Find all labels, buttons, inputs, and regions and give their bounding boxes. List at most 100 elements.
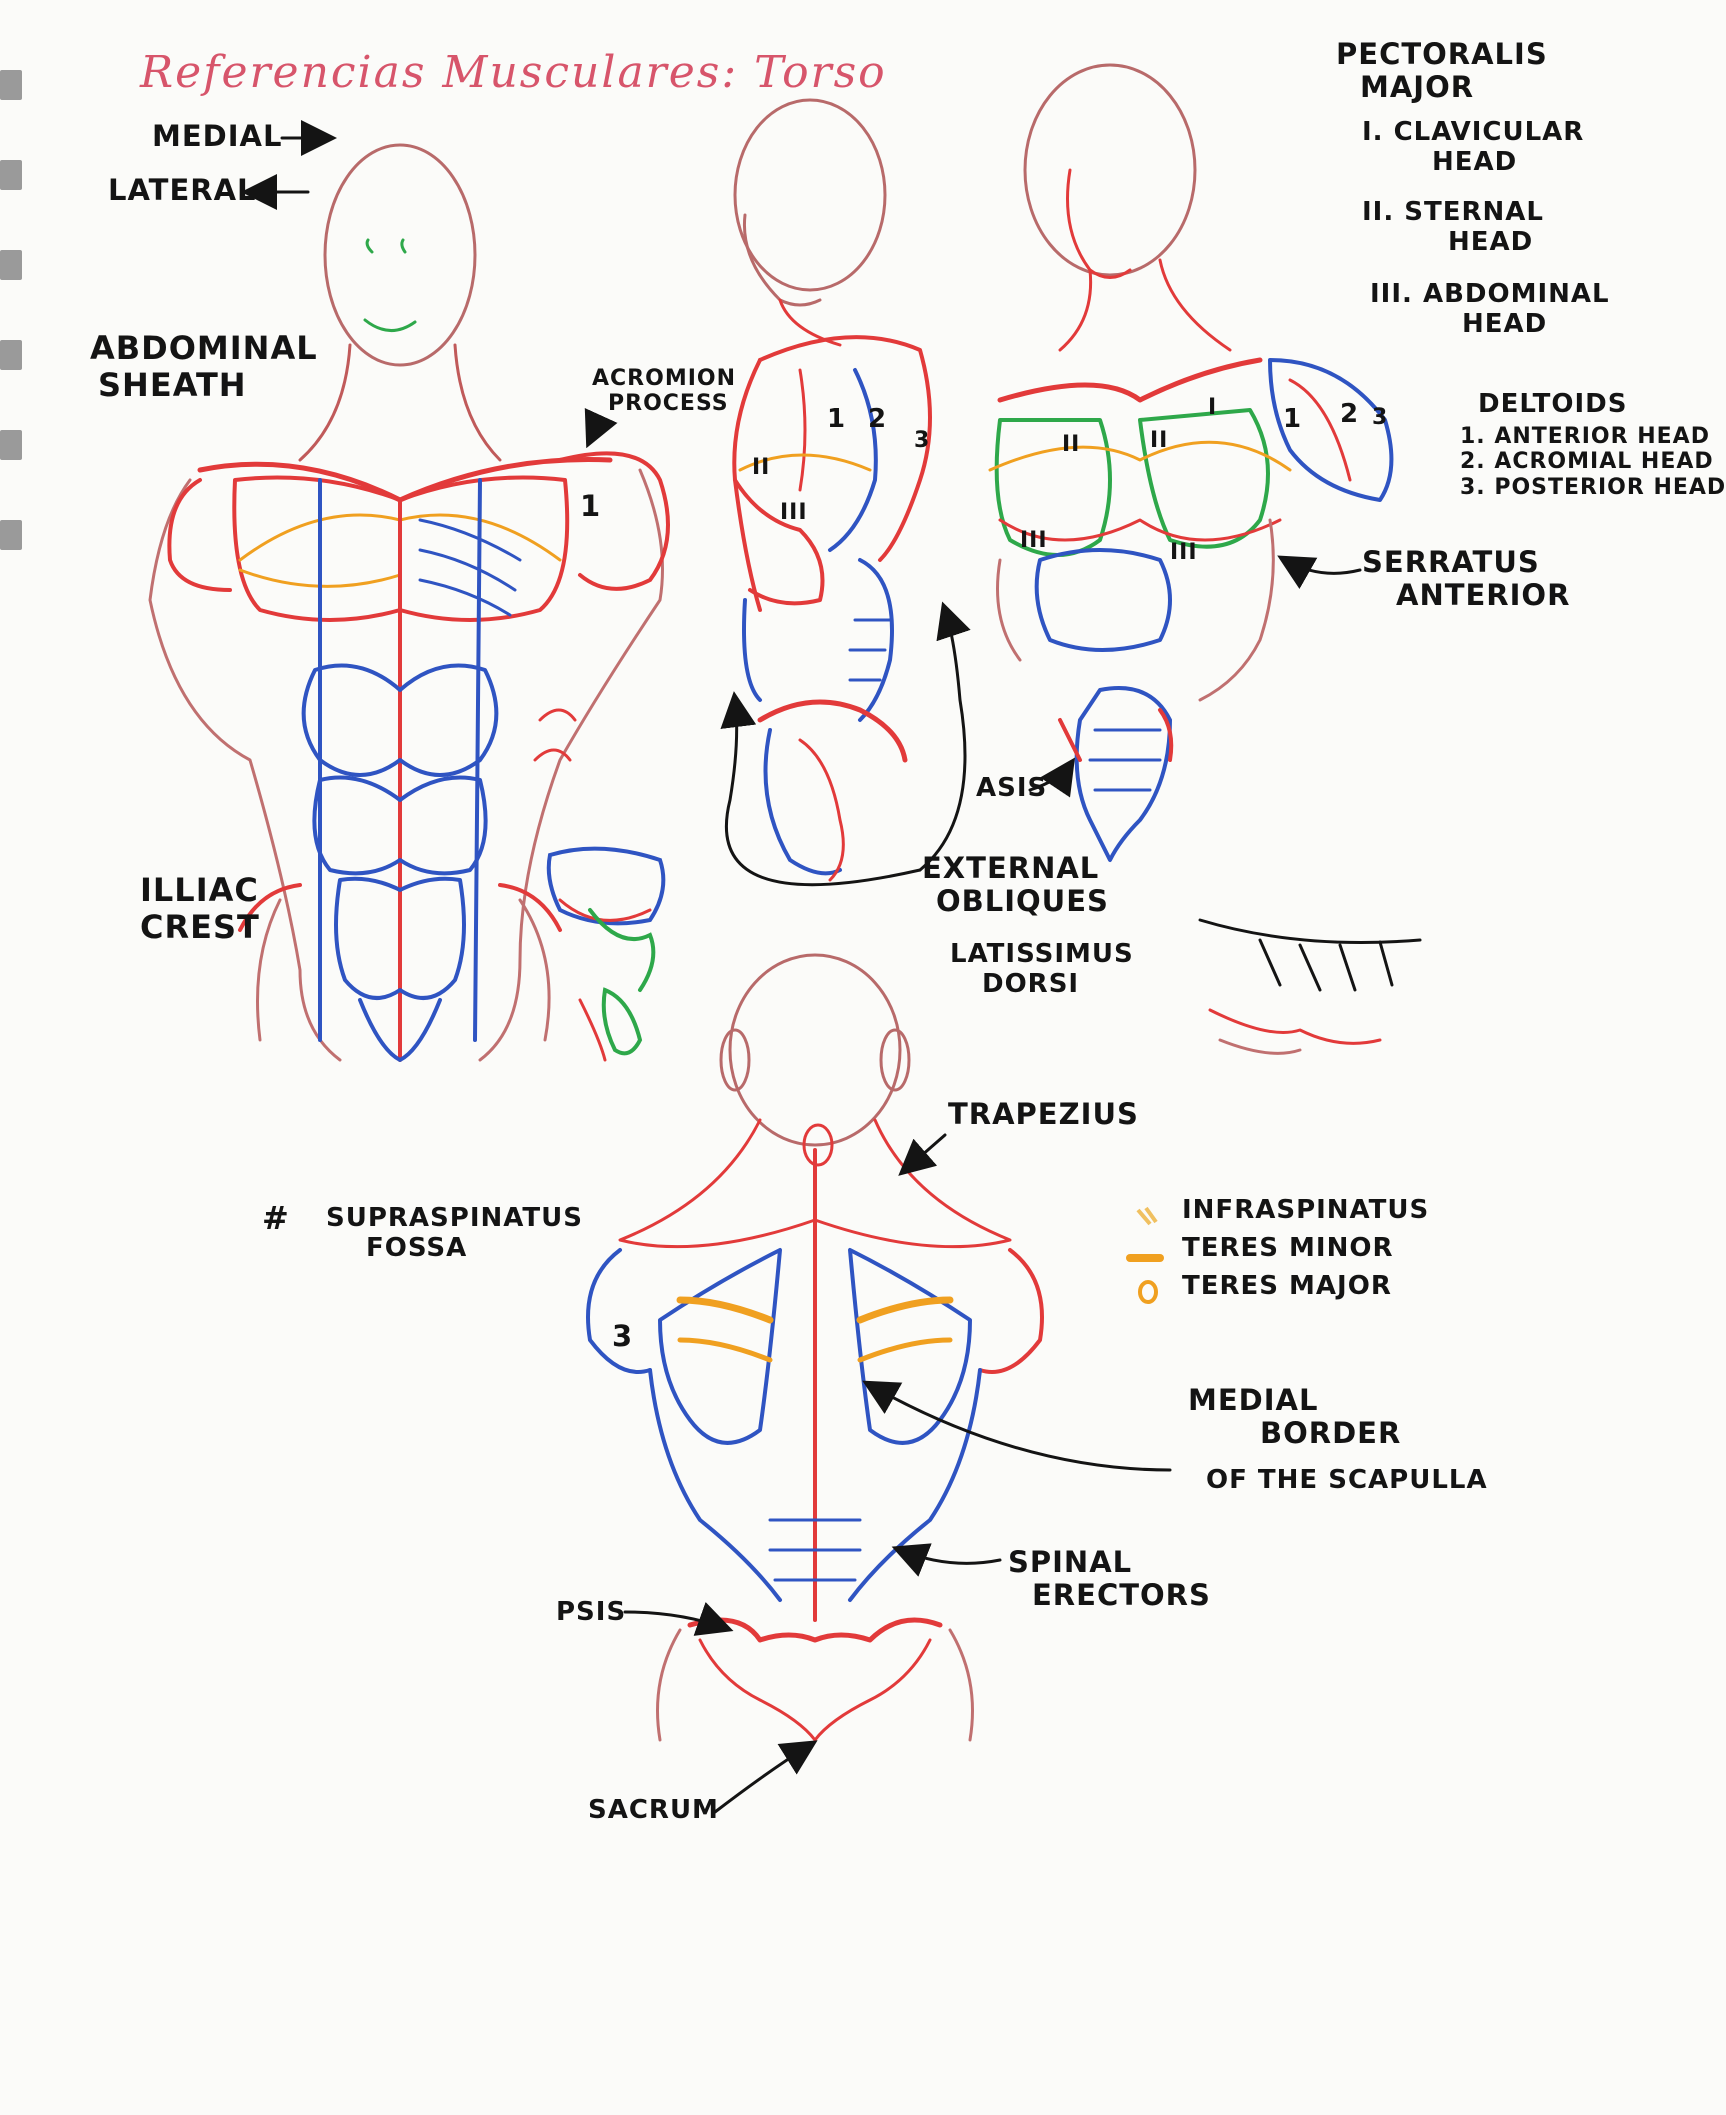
abdominal-sheath-line-1: ABDOMINAL xyxy=(90,329,318,367)
page-title: Referencias Musculares: Torso xyxy=(140,47,887,98)
psis-label: PSIS xyxy=(556,1597,627,1627)
external-obliques-line-1: EXTERNAL xyxy=(922,851,1100,885)
threequarter-deltoid xyxy=(1268,358,1394,502)
external-obliques-label: EXTERNAL OBLIQUES xyxy=(922,851,1109,919)
spinal-erectors-marks xyxy=(768,1518,862,1582)
binding-hole xyxy=(0,520,22,550)
asis-label: ASIS xyxy=(976,773,1048,803)
serratus-arrow xyxy=(1277,555,1362,590)
clavicular-head-label: I. CLAVICULAR HEAD xyxy=(1362,117,1585,178)
side-number: 3 xyxy=(914,428,931,453)
asis-arrow xyxy=(1028,757,1075,798)
sternal-line-1: II. STERNAL xyxy=(1362,197,1544,227)
acromion-line-2: PROCESS xyxy=(608,391,729,417)
threequarter-pectoral-left xyxy=(994,418,1112,557)
illiac-crest-line-1: ILLIAC xyxy=(140,871,259,909)
face-eye xyxy=(400,238,407,254)
medial-border-line-1: MEDIAL xyxy=(1188,1383,1319,1417)
pectoralis-major-label: PECTORALIS MAJOR xyxy=(1336,37,1548,105)
sacrum-shape xyxy=(698,1638,932,1742)
threequarter-number: III xyxy=(1170,540,1198,565)
back-head xyxy=(728,953,902,1147)
latissimus-line-1: LATISSIMUS xyxy=(950,939,1134,969)
back-legend: INFRASPINATUS TERES MINOR TERES MAJOR xyxy=(1182,1195,1430,1302)
abdominal-head-line-2: HEAD xyxy=(1462,308,1548,339)
psis-arrow xyxy=(623,1601,734,1636)
face-smile xyxy=(363,318,417,332)
sacrum-label: SACRUM xyxy=(588,1795,719,1825)
external-obliques-line-2: OBLIQUES xyxy=(936,884,1109,919)
illiac-crest-line-2: CREST xyxy=(140,907,260,946)
side-number: 1 xyxy=(827,404,847,434)
lateral-label: LATERAL xyxy=(108,173,257,207)
spinal-erectors-arrow xyxy=(891,1543,1002,1577)
infraspinatus-right xyxy=(856,1296,954,1324)
threequarter-number: III xyxy=(1020,528,1048,553)
clavicular-line-1: I. CLAVICULAR xyxy=(1362,117,1585,147)
back-torso-figure xyxy=(586,953,1044,1742)
deltoids-label: DELTOIDS xyxy=(1478,389,1628,419)
acromion-arrow xyxy=(584,407,618,449)
front-deltoid xyxy=(558,451,670,591)
iliac-crest-line xyxy=(238,883,302,932)
binding-hole xyxy=(0,430,22,460)
teres-minor-label: TERES MINOR xyxy=(1182,1232,1394,1263)
sternal-line-2: HEAD xyxy=(1448,226,1534,257)
spinal-erectors-label: SPINAL ERECTORS xyxy=(1008,1545,1211,1613)
deltoid-heads-list: 1. ANTERIOR HEAD 2. ACROMIAL HEAD 3. POS… xyxy=(1460,424,1726,500)
illiac-crest-label: ILLIAC CREST xyxy=(140,872,260,946)
threequarter-number: II xyxy=(1150,428,1169,453)
front-head xyxy=(323,143,477,367)
spinal-line-1: SPINAL xyxy=(1008,1545,1133,1579)
clavicular-line-2: HEAD xyxy=(1432,146,1518,177)
asis-mark xyxy=(1058,718,1082,762)
deltoid-posterior-head: 3. POSTERIOR HEAD xyxy=(1460,474,1726,500)
threequarter-torso-figure xyxy=(988,63,1422,1055)
psis-line xyxy=(687,1617,943,1643)
side-torso-figure xyxy=(732,98,932,882)
abdominal-block-upper xyxy=(301,663,499,777)
teres-major-label: TERES MAJOR xyxy=(1182,1270,1392,1301)
infraspinatus-label: INFRASPINATUS xyxy=(1182,1195,1430,1225)
supraspinatus-line-1: SUPRASPINATUS xyxy=(326,1203,583,1233)
threequarter-abdominal-upper xyxy=(1034,548,1172,652)
back-deltoid-number: 3 xyxy=(612,1319,634,1353)
front-torso-figure xyxy=(148,143,670,1062)
sacrum-arrow xyxy=(713,1740,818,1814)
scapula-right xyxy=(848,1248,972,1445)
medial-border-arrow xyxy=(862,1380,1172,1472)
pectoralis-line-1: PECTORALIS xyxy=(1336,37,1548,71)
trapezius-arrow xyxy=(898,1133,947,1176)
supraspinatus-marker: # xyxy=(262,1199,290,1237)
threequarter-number: I xyxy=(1208,395,1218,420)
abdominal-sheath-line-2: SHEATH xyxy=(98,365,247,404)
deltoid-anterior-head: 1. ANTERIOR HEAD xyxy=(1460,424,1710,449)
infraspinatus-left xyxy=(676,1296,774,1324)
supraspinatus-line-2: FOSSA xyxy=(366,1232,468,1263)
acromion-process-label: ACROMION PROCESS xyxy=(592,366,736,417)
trapezius-label: TRAPEZIUS xyxy=(948,1097,1139,1131)
side-iliac-crest xyxy=(757,699,908,763)
side-number: II xyxy=(752,455,771,480)
abdomen-detail-study xyxy=(546,846,666,1062)
binding-hole xyxy=(0,70,22,100)
front-pectoral-left xyxy=(232,475,402,622)
teres-major-swatch xyxy=(1138,1280,1158,1304)
pectoralis-line-2: MAJOR xyxy=(1360,70,1475,105)
medial-border-label: MEDIAL BORDER xyxy=(1188,1383,1401,1451)
binding-hole xyxy=(0,160,22,190)
scapula-label: OF THE SCAPULLA xyxy=(1206,1465,1488,1495)
threequarter-number: 3 xyxy=(1372,405,1389,430)
back-legend-swatches xyxy=(1126,1206,1164,1304)
deltoid-acromial-head: 2. ACROMIAL HEAD xyxy=(1460,449,1714,475)
latissimus-dorsi-label: LATISSIMUS DORSI xyxy=(950,939,1134,1000)
front-pectoral-right xyxy=(398,475,570,622)
face-eye xyxy=(365,238,374,254)
infraspinatus-swatch xyxy=(1136,1206,1158,1226)
threequarter-number: 2 xyxy=(1340,399,1360,429)
annotation-arrows xyxy=(241,120,1362,1814)
threequarter-abdominal-lower xyxy=(1074,686,1172,862)
threequarter-number: II xyxy=(1062,432,1081,457)
serratus-line-1: SERRATUS xyxy=(1362,545,1540,579)
